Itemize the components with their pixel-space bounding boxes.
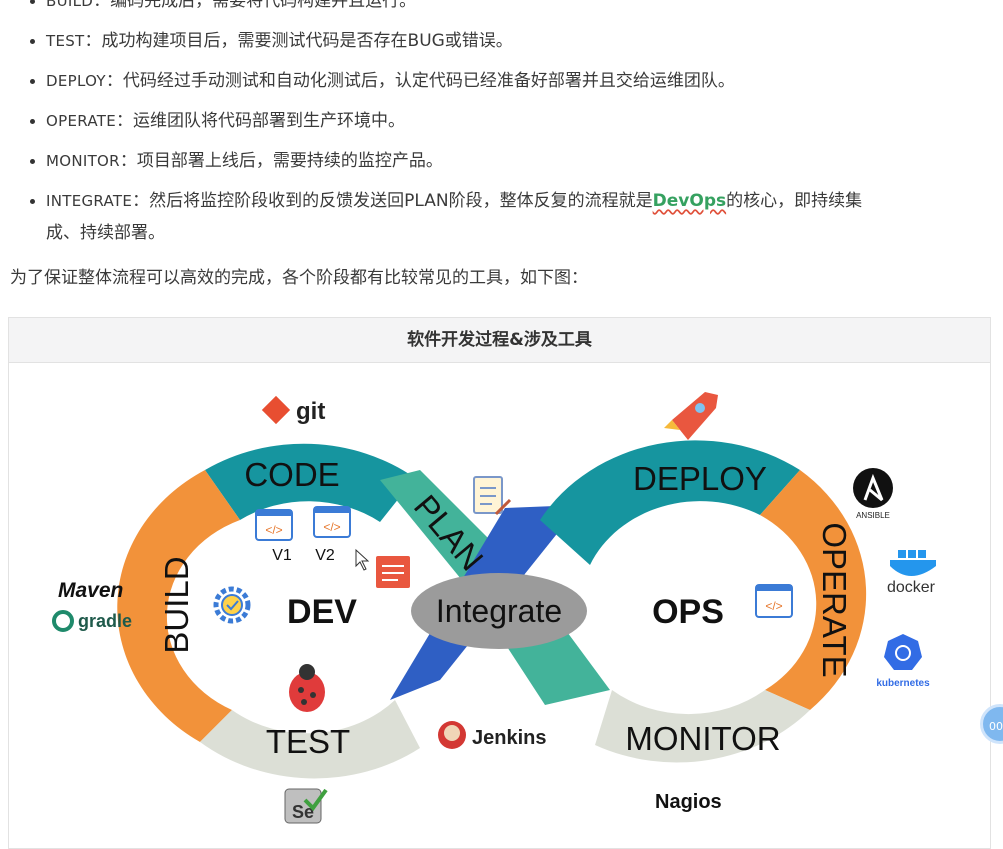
- term-operate: OPERATE: [46, 112, 116, 130]
- operate-segment: [760, 470, 867, 710]
- bullet-icon: [30, 159, 35, 164]
- ansible-logo: ANSIBLE: [853, 468, 893, 520]
- devops-link[interactable]: DevOps: [652, 191, 727, 211]
- svg-text:ANSIBLE: ANSIBLE: [856, 511, 890, 520]
- figure-title: 软件开发过程&涉及工具: [9, 318, 990, 363]
- monitor-label: MONITOR: [625, 720, 780, 757]
- code-file-icon: </>: [313, 506, 351, 538]
- code-file-icon: </>: [755, 584, 793, 618]
- intro-paragraph: 为了保证整体流程可以高效的完成，各个阶段都有比较常见的工具，如下图：: [10, 268, 588, 288]
- desc-monitor: 项目部署上线后，需要持续的监控产品。: [136, 151, 443, 171]
- build-label: BUILD: [158, 556, 195, 653]
- timer-badge[interactable]: 00:: [980, 704, 1003, 744]
- term-build: BUILD: [46, 0, 94, 10]
- bullet-icon: [30, 79, 35, 84]
- checklist-icon: [473, 476, 512, 516]
- monitor-segment: [595, 690, 810, 763]
- bullet-icon: [30, 39, 35, 44]
- version-v1-label: V1: [272, 547, 292, 564]
- build-segment: [117, 470, 240, 742]
- mouse-cursor-icon: [355, 548, 370, 571]
- maven-logo: Maven: [58, 579, 123, 602]
- desc-build: 编码完成后，需要将代码构建并且运行。: [110, 0, 417, 11]
- nagios-logo: Nagios: [655, 791, 722, 813]
- operate-label: OPERATE: [816, 522, 853, 677]
- docker-logo: docker: [887, 550, 936, 596]
- desc-integrate: 然后将监控阶段收到的反馈发送回PLAN阶段，整体反复的流程就是: [149, 191, 653, 211]
- selenium-logo: Se: [284, 788, 328, 824]
- bullet-icon: [30, 0, 35, 4]
- ops-label: OPS: [652, 593, 724, 631]
- code-segment: [205, 443, 415, 522]
- svg-text:</>: </>: [765, 599, 782, 613]
- code-label: CODE: [244, 456, 339, 493]
- svg-text:Se: Se: [292, 802, 314, 822]
- svg-text:Jenkins: Jenkins: [472, 727, 546, 749]
- term-integrate: INTEGRATE: [46, 192, 133, 210]
- desc-deploy: 代码经过手动测试和自动化测试后，认定代码已经准备好部署并且交给运维团队。: [122, 71, 735, 91]
- desc-test: 成功构建项目后，需要测试代码是否存在BUG或错误。: [101, 31, 513, 51]
- test-label: TEST: [266, 723, 350, 760]
- code-file-icon: </>: [255, 509, 293, 541]
- deploy-label: DEPLOY: [633, 460, 767, 497]
- gear-icon: [213, 586, 251, 624]
- svg-text:kubernetes: kubernetes: [876, 678, 930, 689]
- rocket-icon: [664, 392, 718, 440]
- integrate-label: Integrate: [436, 593, 562, 629]
- note-icon: [376, 556, 410, 588]
- svg-text:</>: </>: [265, 523, 282, 537]
- deploy-segment: [540, 440, 800, 565]
- dev-label: DEV: [287, 593, 357, 631]
- bug-icon: [289, 664, 325, 712]
- git-logo: git: [261, 395, 325, 425]
- test-segment: [200, 700, 420, 779]
- desc-operate: 运维团队将代码部署到生产环境中。: [132, 111, 405, 131]
- svg-text:git: git: [296, 398, 325, 425]
- term-test: TEST: [46, 32, 85, 50]
- svg-text:</>: </>: [323, 520, 340, 534]
- jenkins-logo: Jenkins: [438, 721, 546, 749]
- kubernetes-logo: kubernetes: [876, 634, 930, 689]
- term-monitor: MONITOR: [46, 152, 120, 170]
- version-v2-label: V2: [315, 547, 335, 564]
- svg-text:gradle: gradle: [78, 611, 132, 631]
- term-deploy: DEPLOY: [46, 72, 106, 90]
- gradle-logo: gradle: [52, 610, 132, 632]
- svg-text:docker: docker: [887, 579, 936, 596]
- bullet-icon: [30, 199, 35, 204]
- integrate-ellipse: [411, 573, 587, 649]
- bullet-icon: [30, 119, 35, 124]
